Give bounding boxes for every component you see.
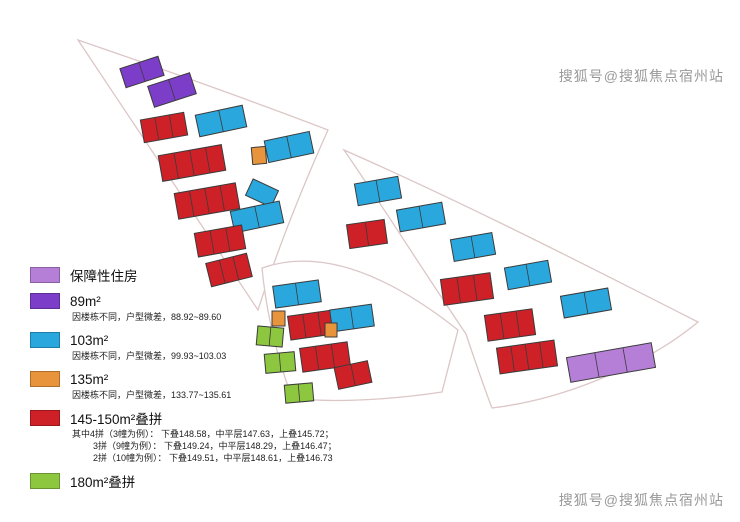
building-89	[147, 72, 197, 108]
legend-notes-103: 因楼栋不同，户型微差，99.93~103.03	[30, 350, 340, 362]
building-180	[263, 351, 297, 374]
legend-swatch-135	[30, 371, 60, 387]
legend-item-145: 145-150m²叠拼其中4拼（3幢为例）： 下叠148.58，中平层147.6…	[30, 409, 340, 464]
legend-notes-135: 因楼栋不同，户型微差，133.77~135.61	[30, 389, 340, 401]
building-145	[495, 339, 559, 375]
legend-head-180: 180m²叠拼	[30, 472, 340, 490]
legend-note: 2拼（10幢为例）： 下叠149.51，中平层148.61，上叠146.73	[93, 453, 333, 463]
legend-label-135: 135m²	[70, 371, 109, 387]
building-103	[229, 200, 285, 234]
building-103	[395, 201, 447, 233]
building-145	[286, 309, 338, 341]
legend-label-145: 145-150m²叠拼	[70, 412, 163, 427]
legend-note: 3拼（9幢为例）： 下叠149.24，中平层148.29，上叠146.47；	[93, 441, 337, 451]
legend-head-89: 89m²	[30, 292, 340, 310]
legend-item-135: 135m² 因楼栋不同，户型微差，133.77~135.61	[30, 370, 340, 401]
building-180	[255, 325, 285, 348]
legend-label-89: 89m²	[70, 293, 101, 309]
watermark-bottom: 搜狐号@搜狐焦点宿州站	[558, 492, 724, 508]
legend-notes-89: 因楼栋不同，户型微差，88.92~89.60	[30, 311, 340, 323]
legend-notes-145: 其中4拼（3幢为例）： 下叠148.58，中平层147.63，上叠145.72；…	[30, 428, 340, 464]
legend-swatch-145	[30, 410, 60, 426]
legend-head-145: 145-150m²叠拼	[30, 409, 340, 427]
building-145	[193, 224, 247, 258]
building-135	[250, 145, 268, 166]
building-145	[439, 272, 495, 306]
legend-label-affordable: 保障性住房	[70, 269, 138, 284]
building-145	[333, 360, 373, 390]
legend-label-103: 103m²	[70, 332, 109, 348]
building-103	[449, 231, 497, 263]
building-103	[194, 104, 248, 138]
building-affordable	[565, 342, 657, 383]
legend-swatch-103	[30, 332, 60, 348]
building-103	[244, 178, 280, 208]
legend-item-affordable: 保障性住房	[30, 266, 340, 284]
building-145	[173, 182, 241, 220]
legend-head-103: 103m²	[30, 331, 340, 349]
building-103	[503, 259, 553, 291]
building-103	[272, 279, 322, 309]
building-103	[263, 130, 315, 164]
legend-item-89: 89m² 因楼栋不同，户型微差，88.92~89.60	[30, 292, 340, 323]
legend-label-180: 180m²叠拼	[70, 475, 136, 490]
legend-head-affordable: 保障性住房	[30, 266, 340, 284]
building-103	[329, 303, 375, 333]
building-145	[483, 308, 537, 342]
building-89	[119, 55, 165, 89]
building-103	[353, 175, 403, 207]
legend-note: 其中4拼（3幢为例）： 下叠148.58，中平层147.63，上叠145.72；	[72, 429, 334, 439]
building-145	[139, 111, 189, 144]
building-180	[283, 382, 315, 404]
legend-swatch-affordable	[30, 267, 60, 283]
building-135	[324, 322, 338, 338]
legend: 保障性住房 89m² 因楼栋不同，户型微差，88.92~89.60 103m² 因楼栋不…	[30, 266, 340, 498]
legend-note: 因楼栋不同，户型微差，88.92~89.60	[72, 312, 222, 322]
legend-note: 因楼栋不同，户型微差，99.93~103.03	[72, 351, 227, 361]
building-145	[298, 341, 352, 373]
building-103	[559, 287, 613, 319]
legend-swatch-180	[30, 473, 60, 489]
building-145	[157, 144, 227, 182]
building-145	[205, 252, 253, 288]
watermark-top: 搜狐号@搜狐焦点宿州站	[558, 68, 724, 84]
legend-item-180: 180m²叠拼	[30, 472, 340, 490]
legend-item-103: 103m² 因楼栋不同，户型微差，99.93~103.03	[30, 331, 340, 362]
building-135	[271, 310, 286, 327]
legend-head-135: 135m²	[30, 370, 340, 388]
building-145	[345, 218, 389, 250]
legend-swatch-89	[30, 293, 60, 309]
legend-note: 因楼栋不同，户型微差，133.77~135.61	[72, 390, 232, 400]
